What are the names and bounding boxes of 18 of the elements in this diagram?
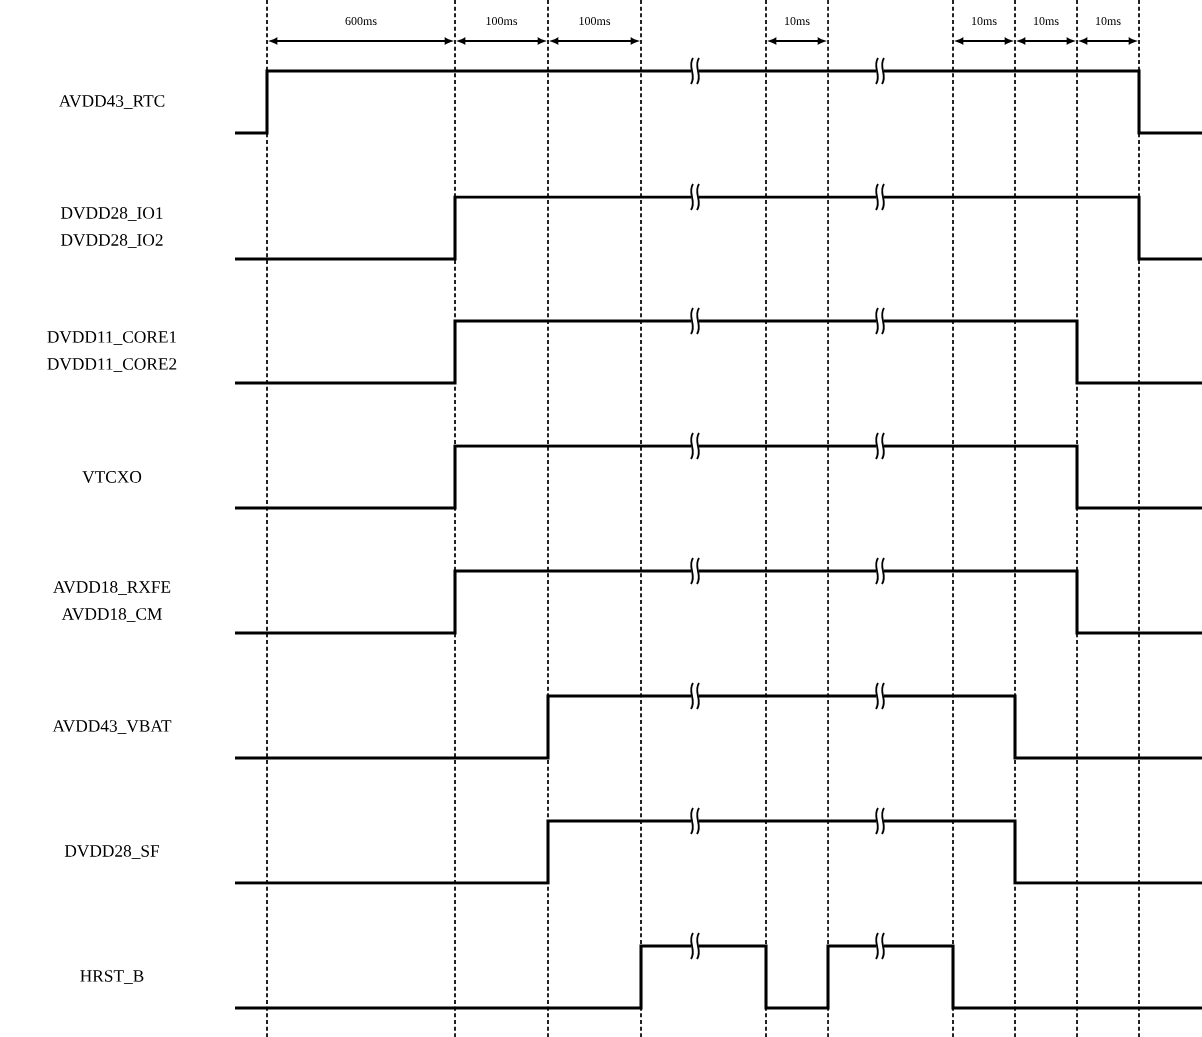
signal-label: AVDD43_VBAT xyxy=(52,720,172,734)
duration-label: 10ms xyxy=(972,16,997,26)
duration-label: 600ms xyxy=(345,16,377,26)
signal-label: DVDD28_SF xyxy=(64,845,160,859)
signal-label: DVDD28_IO1 xyxy=(61,207,163,221)
signal-label: AVDD18_RXFE xyxy=(53,581,171,595)
duration-label: 100ms xyxy=(579,16,611,26)
duration-label: 100ms xyxy=(486,16,518,26)
duration-label: 10ms xyxy=(1034,16,1059,26)
duration-label: 10ms xyxy=(1096,16,1121,26)
duration-label: 10ms xyxy=(785,16,810,26)
signal-label: DVDD11_CORE2 xyxy=(47,358,177,372)
signal-label: DVDD28_IO2 xyxy=(61,234,163,248)
signal-label: AVDD18_CM xyxy=(61,608,162,622)
signal-label: VTCXO xyxy=(82,471,142,483)
signal-label: HRST_B xyxy=(80,970,144,984)
signal-label: DVDD11_CORE1 xyxy=(47,331,177,345)
signal-label: AVDD43_RTC xyxy=(58,95,165,109)
